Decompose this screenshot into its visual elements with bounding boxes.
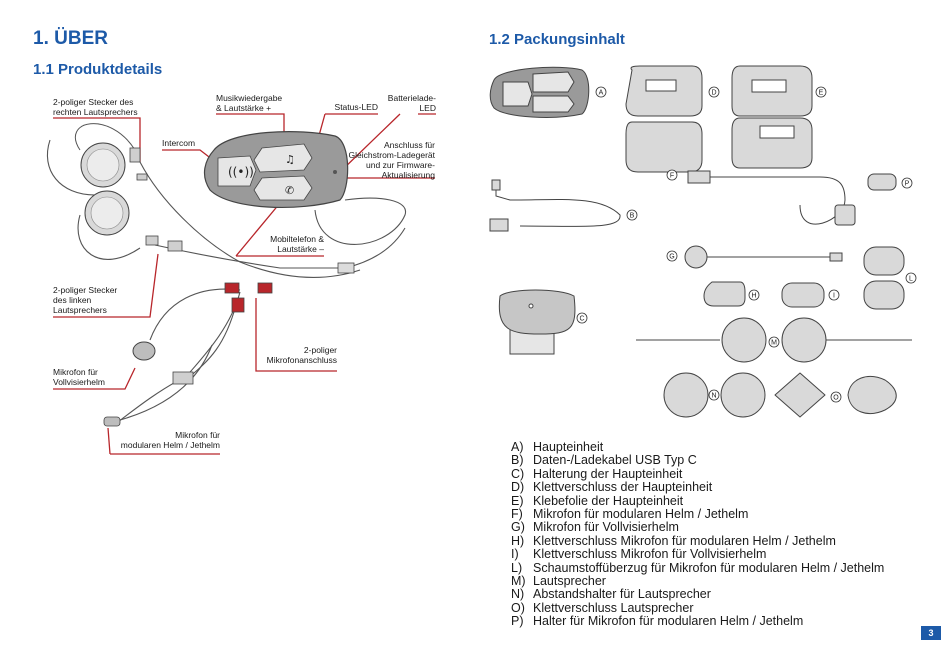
section-title-package-contents: 1.2 Packungsinhalt bbox=[489, 31, 625, 48]
intercom-icon: ((•)) bbox=[228, 165, 254, 179]
list-item: H)Klettverschluss Mikrofon für modularen… bbox=[511, 533, 836, 548]
left-speaker bbox=[84, 190, 130, 236]
main-unit: ((•)) ♫ ✆ bbox=[203, 131, 349, 209]
item-i-velcro bbox=[781, 282, 825, 308]
item-e-adhesive bbox=[731, 65, 813, 169]
phone-icon: ✆ bbox=[285, 184, 294, 197]
section-title-product-details: 1.1 Produktdetails bbox=[33, 61, 163, 78]
tag-i: I bbox=[833, 293, 835, 300]
label-mic-connector: 2-poliger Mikrofonanschluss bbox=[266, 345, 337, 365]
list-item: E)Klebefolie der Haupteinheit bbox=[511, 493, 684, 508]
item-g-fullface-mic bbox=[684, 245, 843, 269]
item-b-cable bbox=[489, 179, 621, 232]
list-item: M)Lautsprecher bbox=[511, 574, 606, 589]
tag-b: B bbox=[630, 213, 635, 220]
item-c-mount bbox=[498, 289, 576, 355]
tag-c: C bbox=[579, 316, 584, 323]
tag-n: N bbox=[711, 393, 716, 400]
item-h-velcro bbox=[703, 281, 746, 307]
tag-h: H bbox=[751, 293, 756, 300]
item-l-foam bbox=[863, 246, 905, 310]
label-dc-port: Anschluss für Gleichstrom-Ladegerät und … bbox=[348, 140, 435, 180]
list-item: I)Klettverschluss Mikrofon für Vollvisie… bbox=[511, 547, 767, 562]
label-right-speaker-plug: 2-poliger Stecker des rechten Lautsprech… bbox=[53, 97, 138, 117]
page-number: 3 bbox=[921, 626, 941, 640]
tag-a: A bbox=[599, 90, 604, 97]
item-n-spacers bbox=[663, 372, 766, 418]
list-item: D)Klettverschluss der Haupteinheit bbox=[511, 480, 713, 495]
label-mic-fullface: Mikrofon für Vollvisierhelm bbox=[53, 367, 105, 387]
tag-f: F bbox=[670, 173, 674, 180]
label-music: Musikwiedergabe & Lautstärke + bbox=[216, 93, 283, 113]
list-item: F)Mikrofon für modularen Helm / Jethelm bbox=[511, 507, 749, 522]
fullface-mic bbox=[132, 341, 156, 361]
list-item: A)Haupteinheit bbox=[511, 440, 604, 454]
tag-g: G bbox=[669, 254, 674, 261]
tag-d: D bbox=[711, 90, 716, 97]
package-contents-list: A)Haupteinheit B)Daten-/Ladekabel USB Ty… bbox=[511, 440, 885, 629]
list-item: N)Abstandshalter für Lautsprecher bbox=[511, 587, 711, 602]
list-item: O)Klettverschluss Lautsprecher bbox=[511, 600, 694, 615]
label-charge-led: Batterielade- LED bbox=[387, 93, 436, 113]
list-item: G)Mikrofon für Vollvisierhelm bbox=[511, 520, 679, 535]
item-f-boom-mic bbox=[687, 170, 856, 226]
list-item: C)Halterung der Haupteinheit bbox=[511, 466, 683, 481]
list-item: P)Halter für Mikrofon für modularen Helm… bbox=[511, 614, 804, 629]
item-m-speakers bbox=[636, 317, 912, 363]
chapter-title: 1. ÜBER bbox=[33, 28, 108, 49]
item-d-velcro bbox=[625, 65, 703, 173]
connectors bbox=[129, 147, 355, 385]
label-status-led: Status-LED bbox=[334, 102, 378, 112]
right-speaker bbox=[74, 123, 136, 188]
label-phone: Mobiltelefon & Lautstärke – bbox=[270, 234, 324, 254]
tag-p: P bbox=[905, 181, 910, 188]
tag-l: L bbox=[909, 276, 913, 283]
label-left-speaker-plug: 2-poliger Stecker des linken Lautspreche… bbox=[53, 285, 118, 315]
item-a-main-unit bbox=[489, 66, 590, 118]
boom-mic bbox=[103, 416, 121, 427]
list-item: B)Daten-/Ladekabel USB Typ C bbox=[511, 453, 697, 468]
callout-lines bbox=[53, 113, 436, 455]
tag-m: M bbox=[771, 340, 777, 347]
label-mic-modular: Mikrofon für modularen Helm / Jethelm bbox=[120, 430, 220, 450]
music-note-icon: ♫ bbox=[285, 153, 295, 166]
item-o-velcro bbox=[774, 372, 897, 418]
label-intercom: Intercom bbox=[162, 138, 196, 148]
item-p-holder bbox=[867, 173, 897, 191]
tag-o: O bbox=[833, 395, 839, 402]
list-item: L)Schaumstoffüberzug für Mikrofon für mo… bbox=[511, 560, 885, 575]
tag-e: E bbox=[819, 90, 824, 97]
